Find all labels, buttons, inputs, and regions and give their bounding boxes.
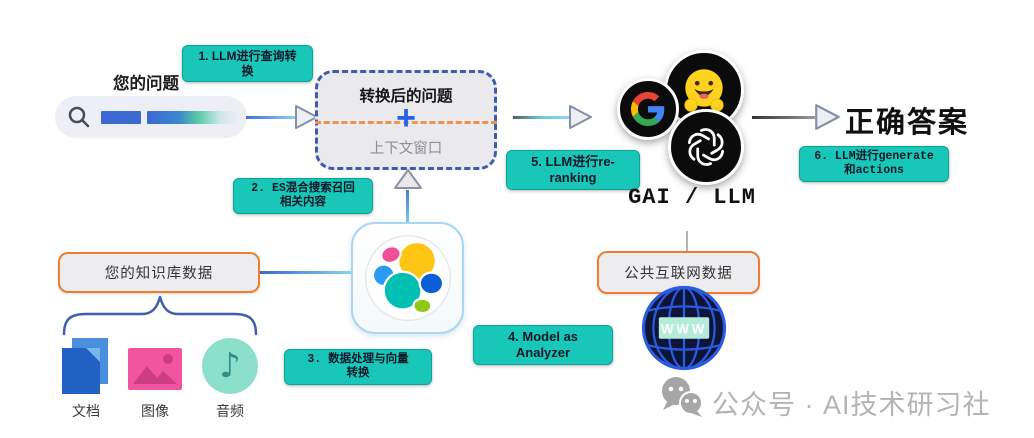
gai-llm-caption: GAI / LLM	[628, 185, 756, 210]
query-text-redacted-2	[147, 111, 239, 124]
huggingface-icon	[684, 69, 724, 112]
transform-box: 转换后的问题 + 上下文窗口	[315, 70, 497, 170]
connector-query-to-transform	[246, 116, 296, 119]
globe-icon: WWW	[641, 285, 727, 371]
audio-icon: ♪	[202, 338, 258, 394]
google-icon	[631, 92, 665, 126]
step1-badge: 1. LLM进行查询转 换	[182, 45, 313, 83]
step4-badge: 4. Model as Analyzer	[473, 325, 613, 365]
openai-logo	[668, 109, 744, 185]
www-label: WWW	[661, 321, 707, 336]
knowledge-base-box: 您的知识库数据	[58, 252, 260, 293]
connector-es-to-transform	[406, 190, 409, 223]
brace-icon	[62, 295, 258, 336]
plus-sign: +	[396, 99, 416, 137]
query-label: 您的问题	[113, 75, 179, 93]
openai-icon	[685, 128, 727, 166]
image-icon	[128, 348, 182, 390]
watermark-label: 公众号 · AI技术研习社	[712, 390, 991, 420]
document-icon	[62, 338, 108, 394]
connector-models-to-answer	[752, 116, 815, 119]
image-label: 图像	[141, 403, 169, 419]
knowledge-base-label: 您的知识库数据	[104, 266, 214, 282]
connector-models-to-internet	[686, 231, 688, 252]
arrow-up-icon	[394, 169, 422, 189]
step6-badge: 6. LLM进行generate 和actions	[799, 146, 949, 183]
context-merge-dashed-line	[315, 121, 497, 124]
step2-badge: 2. ES混合搜索召回 相关内容	[233, 178, 373, 215]
elasticsearch-card	[351, 222, 464, 334]
wechat-icon	[662, 377, 703, 417]
arrow-right-icon	[815, 104, 840, 130]
search-icon	[68, 106, 90, 128]
arrow-right-icon	[295, 105, 318, 129]
answer-label: 正确答案	[845, 107, 970, 139]
query-text-redacted-1	[101, 111, 141, 124]
music-note-glyph: ♪	[219, 346, 241, 386]
connector-transform-to-models	[513, 116, 570, 119]
public-internet-label: 公共互联网数据	[624, 266, 733, 282]
search-pill	[55, 96, 247, 138]
arrow-right-icon	[569, 105, 592, 129]
audio-label: 音频	[216, 403, 244, 419]
connector-kb-to-es	[260, 271, 351, 274]
step3-badge: 3. 数据处理与向量 转换	[284, 349, 432, 386]
transformed-question-label: 转换后的问题	[359, 88, 453, 105]
context-window-label: 上下文窗口	[369, 141, 443, 157]
elasticsearch-icon	[364, 235, 451, 321]
google-logo	[617, 78, 679, 140]
document-label: 文档	[72, 403, 100, 419]
step5-badge: 5. LLM进行re- ranking	[506, 150, 640, 190]
